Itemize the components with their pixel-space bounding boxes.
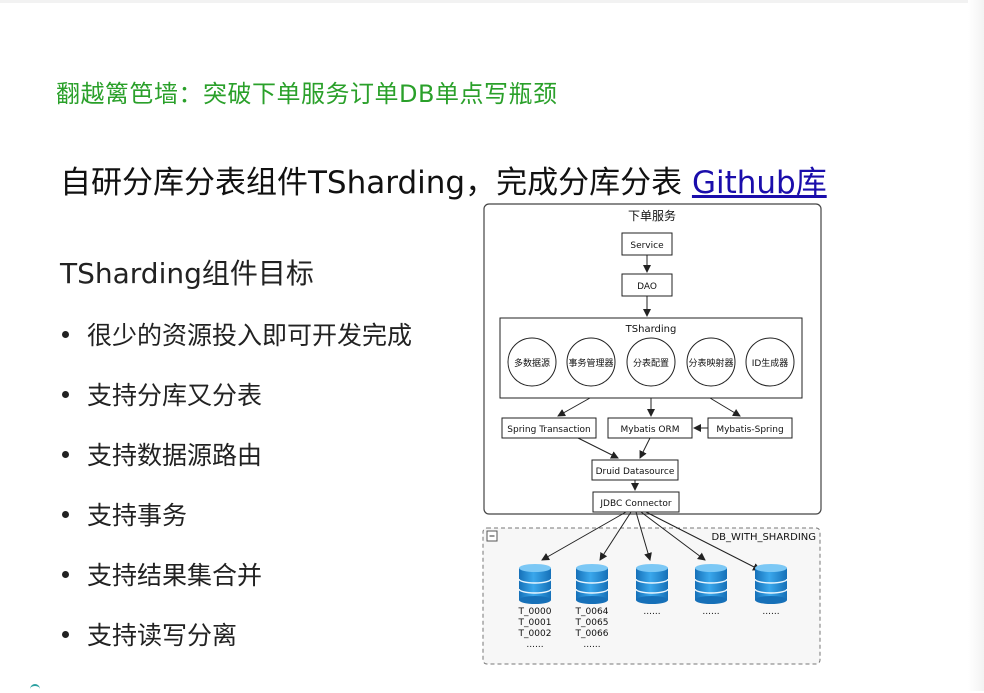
list-item: 很少的资源投入即可开发完成 — [62, 318, 412, 378]
arrow — [599, 511, 632, 561]
arrow — [557, 397, 591, 417]
slide-heading: 自研分库分表组件TSharding，完成分库分表 Github库 — [60, 157, 827, 202]
arrow — [577, 437, 619, 459]
list-item: 支持分库又分表 — [62, 378, 412, 438]
module-circle — [507, 337, 557, 387]
module-label: 分表映射器 — [688, 357, 733, 369]
arrow — [640, 511, 706, 561]
heading-text: 自研分库分表组件TSharding，完成分库分表 — [60, 165, 692, 201]
database-icon — [754, 564, 788, 604]
bullet-icon — [62, 330, 69, 338]
list-item-text: 支持分库又分表 — [87, 381, 263, 410]
list-item: 支持事务 — [62, 498, 412, 558]
database-icon — [694, 564, 728, 604]
table-label: T_0002 — [518, 629, 552, 639]
table-label: T_0064 — [575, 607, 609, 617]
module-circle — [626, 337, 676, 387]
arrow — [541, 511, 627, 561]
top-border — [0, 0, 984, 3]
table-label: ...... — [643, 607, 660, 617]
corner-mark — [30, 684, 40, 693]
arrow — [639, 437, 651, 459]
bullet-icon — [62, 570, 69, 578]
bullet-icon — [62, 630, 69, 638]
goals-subheading: TSharding组件目标 — [60, 257, 314, 290]
arrow — [635, 511, 652, 561]
table-label: T_0066 — [575, 629, 609, 639]
module-circle — [566, 337, 616, 387]
mybatis-spring-label: Mybatis-Spring — [716, 425, 783, 435]
table-label: T_0001 — [518, 618, 552, 628]
database-icon — [518, 564, 552, 604]
list-item-text: 支持读写分离 — [87, 621, 238, 650]
database-icon — [575, 564, 609, 604]
arrow — [645, 511, 761, 571]
table-label: ...... — [583, 640, 600, 650]
database-icon — [635, 564, 669, 604]
module-label: 事务管理器 — [568, 357, 613, 369]
list-item-text: 很少的资源投入即可开发完成 — [87, 321, 413, 350]
bullet-icon — [62, 510, 69, 518]
list-item-text: 支持数据源路由 — [87, 441, 263, 470]
table-label: ...... — [762, 607, 779, 617]
module-label: 多数据源 — [514, 357, 550, 369]
list-item-text: 支持结果集合并 — [87, 561, 263, 590]
list-item: 支持数据源路由 — [62, 438, 412, 498]
table-label: ...... — [526, 640, 543, 650]
tsharding-label: TSharding — [625, 324, 677, 335]
module-label: ID生成器 — [752, 357, 789, 369]
mybatis-orm-label: Mybatis ORM — [620, 425, 679, 435]
list-item: 支持读写分离 — [62, 618, 412, 678]
bullet-icon — [62, 390, 69, 398]
module-circle — [686, 337, 736, 387]
table-label: T_0065 — [575, 618, 609, 628]
table-label: ...... — [702, 607, 719, 617]
architecture-diagram: 下单服务 Service DAO TSharding 多数据源 事务管理器 分表… — [482, 203, 822, 665]
goals-list: 很少的资源投入即可开发完成 支持分库又分表 支持数据源路由 支持事务 支持结果集… — [62, 318, 412, 678]
right-edge-shade — [968, 0, 984, 691]
db-group-label: DB_WITH_SHARDING — [711, 532, 816, 543]
order-service-label: 下单服务 — [628, 208, 676, 223]
list-item: 支持结果集合并 — [62, 558, 412, 618]
module-label: 分表配置 — [633, 357, 669, 369]
arrow — [709, 397, 741, 417]
dao-label: DAO — [637, 282, 657, 292]
jdbc-connector-label: JDBC Connector — [599, 499, 671, 509]
module-circle — [745, 337, 795, 387]
spring-transaction-box — [501, 417, 597, 439]
bullet-icon — [62, 450, 69, 458]
slide-title: 翻越篱笆墙：突破下单服务订单DB单点写瓶颈 — [56, 80, 558, 108]
druid-datasource-label: Druid Datasource — [596, 467, 675, 477]
table-label: T_0000 — [518, 607, 552, 617]
github-link[interactable]: Github库 — [691, 165, 827, 201]
list-item-text: 支持事务 — [87, 501, 188, 530]
service-label: Service — [630, 241, 664, 251]
spring-transaction-label: Spring Transaction — [507, 425, 590, 435]
